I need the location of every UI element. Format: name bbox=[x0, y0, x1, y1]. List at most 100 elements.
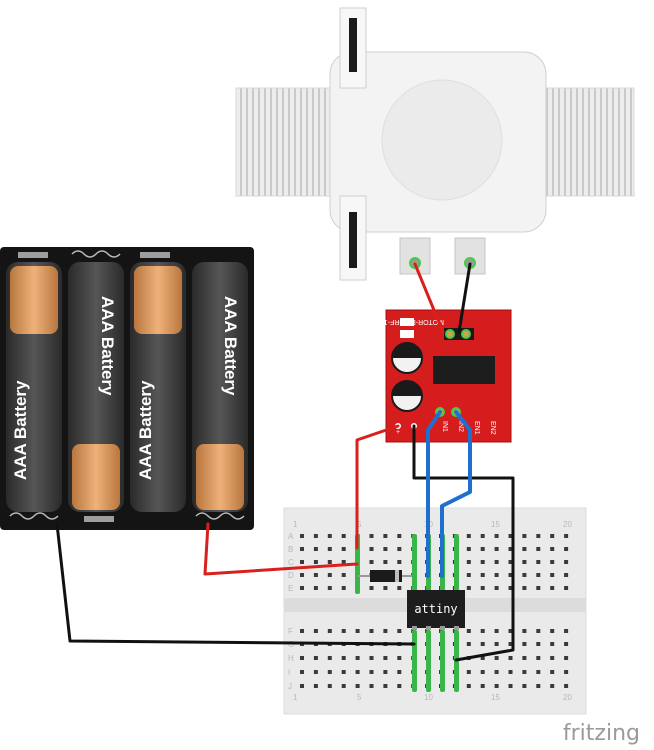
breadboard-hole bbox=[466, 684, 471, 688]
breadboard-hole bbox=[536, 656, 541, 660]
breadboard-hole bbox=[522, 684, 527, 688]
breadboard-hole bbox=[327, 547, 332, 551]
breadboard-hole bbox=[300, 560, 304, 564]
breadboard-hole bbox=[327, 656, 332, 660]
row-letter: E bbox=[288, 584, 293, 593]
breadboard-hole bbox=[550, 656, 555, 660]
row-letter: C bbox=[288, 558, 294, 567]
battery-holder bbox=[0, 247, 254, 530]
cell-label: AAA Battery bbox=[136, 380, 155, 480]
breadboard-hole bbox=[355, 670, 360, 674]
breadboard-hole bbox=[369, 656, 374, 660]
breadboard-hole bbox=[522, 629, 527, 633]
breadboard-hole bbox=[300, 670, 304, 674]
breadboard-hole bbox=[327, 586, 332, 590]
column-number: 1 bbox=[293, 693, 298, 702]
valve-thread-right bbox=[545, 87, 635, 197]
wire-valve-to-driver-black bbox=[457, 262, 472, 334]
breadboard-hole bbox=[508, 560, 513, 564]
breadboard-hole bbox=[508, 586, 513, 590]
column-number: 20 bbox=[563, 693, 572, 702]
breadboard-hole bbox=[536, 642, 541, 646]
breadboard-hole bbox=[327, 560, 332, 564]
row-letter: B bbox=[288, 545, 293, 554]
breadboard-hole bbox=[494, 534, 499, 538]
motor-driver-board: MOTOR-B FORF-1 + - IN1 IN2 EN1 EN2 bbox=[384, 309, 512, 443]
breadboard-hole bbox=[383, 547, 388, 551]
battery-cell-4: AAA Battery bbox=[192, 262, 248, 512]
breadboard-hole bbox=[313, 534, 318, 538]
active-column-pin6 bbox=[426, 630, 431, 692]
breadboard-hole bbox=[300, 547, 304, 551]
breadboard-hole bbox=[397, 629, 402, 633]
valve-thread-left bbox=[235, 87, 337, 197]
breadboard-hole bbox=[383, 670, 388, 674]
breadboard-hole bbox=[564, 629, 569, 633]
breadboard-hole bbox=[327, 534, 332, 538]
breadboard-hole bbox=[522, 642, 527, 646]
breadboard-hole bbox=[536, 684, 541, 688]
breadboard-hole bbox=[508, 642, 513, 646]
active-column-gnd-bottom bbox=[412, 630, 417, 692]
breadboard-hole bbox=[536, 670, 541, 674]
breadboard-hole bbox=[313, 629, 318, 633]
wire-battery-negative-black bbox=[55, 522, 416, 646]
active-column-pin4 bbox=[454, 534, 459, 594]
breadboard-hole bbox=[466, 586, 471, 590]
breadboard-hole bbox=[383, 586, 388, 590]
diode bbox=[358, 570, 412, 582]
breadboard-hole bbox=[313, 670, 318, 674]
cell-copper-cap bbox=[10, 266, 58, 334]
breadboard-hole bbox=[536, 629, 541, 633]
breadboard-hole bbox=[550, 629, 555, 633]
breadboard-hole bbox=[313, 547, 318, 551]
breadboard-hole bbox=[355, 684, 360, 688]
breadboard-hole bbox=[494, 670, 499, 674]
active-column-gnd-top bbox=[412, 534, 417, 594]
breadboard-hole bbox=[341, 656, 346, 660]
column-number: 15 bbox=[491, 693, 500, 702]
breadboard-hole bbox=[536, 560, 541, 564]
pin-label-in2: IN2 bbox=[457, 421, 464, 432]
battery-cell-3: AAA Battery bbox=[130, 262, 186, 512]
breadboard-hole bbox=[522, 547, 527, 551]
breadboard-hole bbox=[369, 684, 374, 688]
breadboard-hole bbox=[313, 560, 318, 564]
breadboard-hole bbox=[522, 586, 527, 590]
breadboard-row-letters: A B C D E F G H I J bbox=[288, 532, 294, 691]
chip-pin bbox=[412, 626, 417, 630]
breadboard-hole bbox=[564, 586, 569, 590]
breadboard-hole bbox=[522, 573, 527, 577]
breadboard-hole bbox=[494, 642, 499, 646]
breadboard-hole bbox=[550, 684, 555, 688]
breadboard-hole bbox=[313, 573, 318, 577]
breadboard-hole bbox=[466, 534, 471, 538]
wire-in1-blue bbox=[426, 410, 442, 578]
breadboard-hole bbox=[300, 656, 304, 660]
battery-pack: AAA Battery AAA Battery AAA Battery AAA … bbox=[0, 247, 254, 530]
cell-copper-cap bbox=[196, 444, 244, 510]
breadboard-hole bbox=[466, 629, 471, 633]
breadboard-hole bbox=[480, 547, 485, 551]
cell-label: AAA Battery bbox=[98, 296, 117, 396]
breadboard-hole bbox=[397, 684, 402, 688]
breadboard-hole bbox=[480, 670, 485, 674]
breadboard-hole bbox=[550, 642, 555, 646]
breadboard-hole bbox=[397, 670, 402, 674]
breadboard-hole bbox=[564, 656, 569, 660]
breadboard-hole bbox=[341, 670, 346, 674]
breadboard-hole bbox=[383, 629, 388, 633]
breadboard-hole bbox=[355, 656, 360, 660]
breadboard-hole bbox=[522, 560, 527, 564]
capacitor-top bbox=[392, 381, 422, 396]
breadboard-hole bbox=[341, 560, 346, 564]
breadboard-hole bbox=[355, 629, 360, 633]
battery-contact bbox=[18, 252, 48, 258]
breadboard-hole bbox=[508, 670, 513, 674]
row-letter: D bbox=[288, 571, 294, 580]
breadboard-hole bbox=[327, 670, 332, 674]
motor-header-pin bbox=[461, 329, 471, 339]
breadboard-hole bbox=[369, 547, 374, 551]
breadboard-hole bbox=[369, 629, 374, 633]
active-column-pin7 bbox=[440, 630, 445, 692]
